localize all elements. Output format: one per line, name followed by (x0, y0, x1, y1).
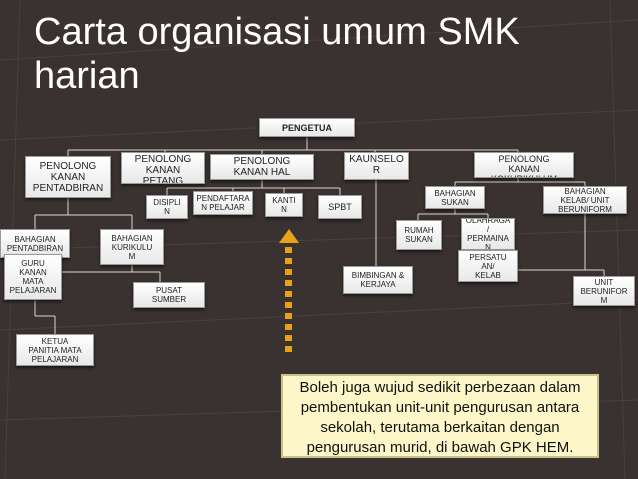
box-pengetua: PENGETUA (259, 118, 355, 137)
box-olahraga: OLAHRAGA / PERMAINA N (461, 218, 515, 250)
box-spbt: SPBT (318, 195, 362, 219)
box-bahagian-sukan: BAHAGIAN SUKAN (425, 186, 485, 209)
box-persatuan-kelab: PERSATU AN/ KELAB (458, 250, 518, 282)
box-guru-kanan: GURU KANAN MATA PELAJARAN (4, 254, 62, 300)
box-rumah-sukan: RUMAH SUKAN (396, 220, 442, 250)
box-pusat-sumber: PUSAT SUMBER (133, 282, 205, 308)
box-pk-pentadbiran: PENOLONG KANAN PENTADBIRAN (25, 156, 111, 198)
box-kaunselor: KAUNSELO R (344, 152, 409, 180)
box-pk-kokurikulum: PENOLONG KANAN KOKURIKULUM (474, 152, 574, 178)
box-bahagian-kurikulum: BAHAGIAN KURIKULU M (100, 229, 164, 265)
box-pk-petang: PENOLONG KANAN PETANG (121, 152, 205, 184)
box-pendaftaran-pelajar: PENDAFTARA N PELAJAR (193, 191, 253, 215)
box-kantin: KANTI N (265, 193, 303, 217)
box-unit-beruniform: UNIT BERUNIFOR M (573, 276, 635, 306)
box-bimbingan-kerjaya: BIMBINGAN & KERJAYA (343, 266, 413, 294)
box-disiplin: DISIPLI N (146, 195, 188, 219)
box-ketua-panitia: KETUA PANITIA MATA PELAJARAN (16, 334, 94, 366)
note-callout: Boleh juga wujud sedikit perbezaan dalam… (281, 374, 599, 458)
page-title: Carta organisasi umum SMK harian (34, 11, 520, 97)
box-pk-hem: PENOLONG KANAN HAL EHWAL MURID (210, 154, 314, 180)
box-bahagian-kelab: BAHAGIAN KELAB/ UNIT BERUNIFORM (543, 186, 627, 214)
